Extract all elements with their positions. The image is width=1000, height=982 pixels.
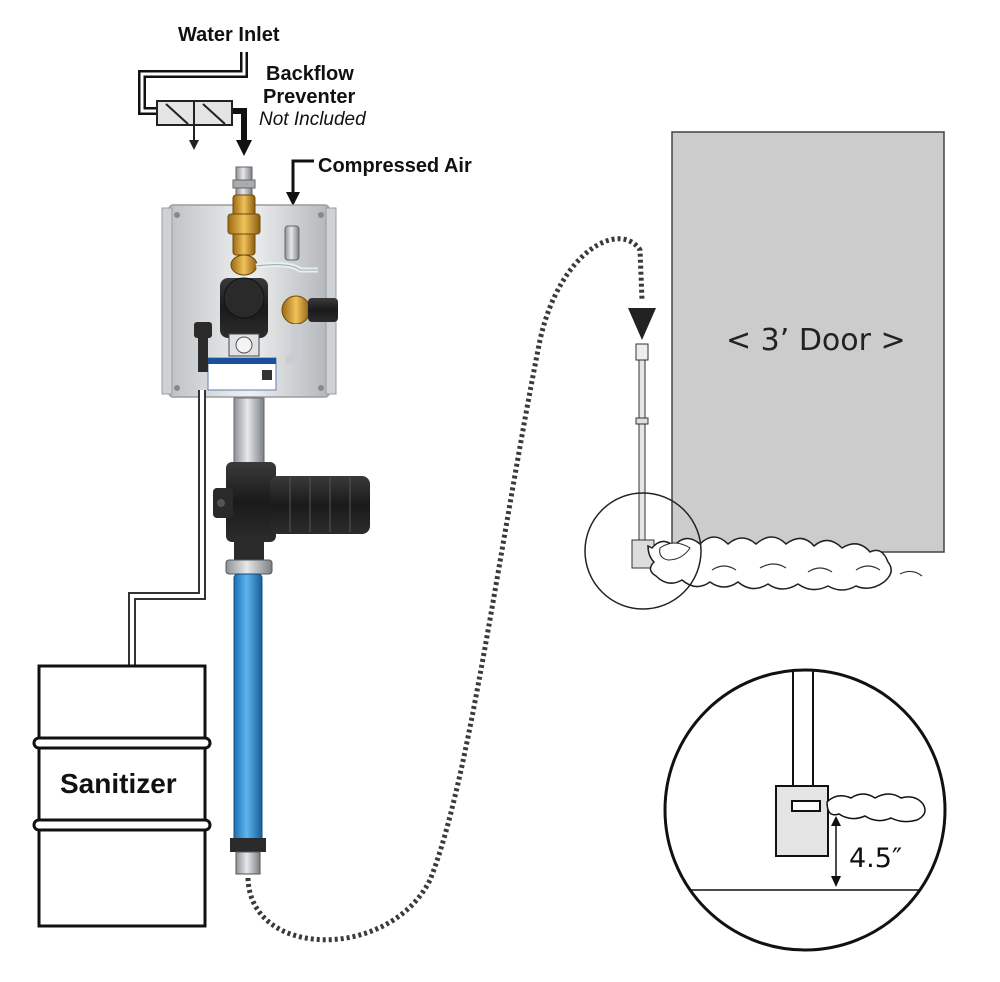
sanitizer-label: Sanitizer (60, 768, 177, 799)
backflow-label-line1: Backflow (266, 63, 354, 85)
hose-arrowhead (628, 308, 656, 340)
water-inlet-line (138, 52, 252, 156)
backflow-preventer (156, 100, 233, 150)
dotted-hose-run (245, 236, 645, 943)
detail-callout-circle (584, 492, 702, 610)
foam-spray (647, 536, 923, 591)
not-included-label: Not Included (259, 109, 367, 130)
compressed-air-label: Compressed Air (318, 155, 472, 177)
clearance-dimension-label: 4.5″ (849, 843, 902, 874)
zoom-detail (663, 668, 947, 952)
sanitizer-pickup-tube (128, 390, 206, 668)
sanitizer-drum (32, 664, 212, 928)
foam-outlet-assembly (213, 397, 370, 575)
door-panel (671, 131, 945, 553)
door-label: < 3’ Door > (726, 323, 906, 358)
water-inlet-label: Water Inlet (178, 24, 280, 46)
foam-nozzle-wand (631, 343, 655, 569)
backflow-label-line2: Preventer (263, 86, 355, 108)
blue-foam-hose (230, 573, 266, 875)
compressed-air-arrow (286, 159, 314, 206)
foam-control-panel (161, 166, 338, 398)
